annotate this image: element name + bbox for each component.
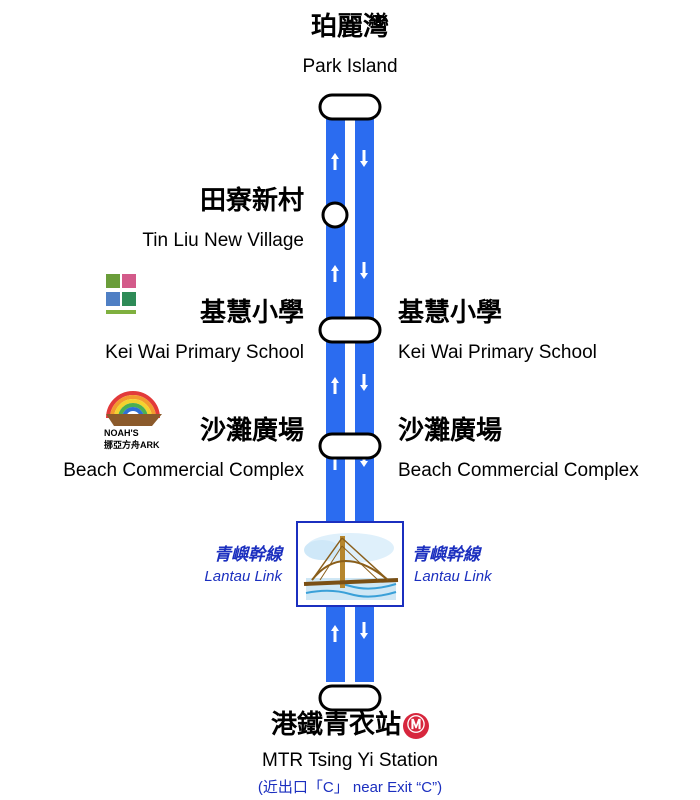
schoolhouse-logo bbox=[104, 271, 138, 329]
down-arrow bbox=[360, 150, 368, 167]
route-divider bbox=[345, 104, 355, 682]
stop-en-kei-wai-left: Kei Wai Primary School bbox=[105, 342, 304, 363]
noahs-ark-label: NOAH'S 挪亞方舟ARK bbox=[104, 428, 160, 451]
mtr-logo-icon: Ⓜ bbox=[403, 712, 430, 739]
stop-marker-kei-wai bbox=[318, 316, 382, 344]
stop-en-beach-left: Beach Commercial Complex bbox=[63, 460, 304, 481]
up-arrow bbox=[331, 377, 339, 394]
lantau-link-en-right: Lantau Link bbox=[414, 568, 492, 585]
down-arrow bbox=[360, 622, 368, 639]
stop-en-beach-right: Beach Commercial Complex bbox=[398, 460, 639, 481]
stop-zh-beach-left: 沙灘廣場 bbox=[199, 416, 304, 446]
noahs-ark-subtext: 挪亞方舟ARK bbox=[104, 440, 160, 450]
stop-zh-kei-wai-right: 基慧小學 bbox=[398, 298, 503, 328]
mtr-station-name: 港鐵青衣站 bbox=[270, 710, 402, 740]
stop-marker-mtr bbox=[318, 684, 382, 712]
mtr-exit-note: (近出口「C」 near Exit “C”) bbox=[257, 779, 443, 796]
stop-en-park-island: Park Island bbox=[302, 56, 398, 77]
stop-zh-park-island: 珀麗灣 bbox=[310, 12, 390, 42]
stop-en-tin-liu: Tin Liu New Village bbox=[142, 230, 304, 251]
stop-marker-beach bbox=[318, 432, 382, 460]
stop-marker-park-island bbox=[318, 93, 382, 121]
down-arrow bbox=[360, 374, 368, 391]
lantau-link-en-left: Lantau Link bbox=[204, 568, 282, 585]
up-arrow bbox=[331, 625, 339, 642]
lantau-link-zh-right: 青嶼幹線 bbox=[412, 545, 480, 565]
noahs-ark-logo bbox=[106, 391, 162, 426]
noahs-ark-text: NOAH'S bbox=[104, 428, 139, 438]
up-arrow bbox=[331, 265, 339, 282]
lantau-link-zh-left: 青嶼幹線 bbox=[214, 545, 282, 565]
stop-en-mtr: MTR Tsing Yi Station bbox=[261, 750, 439, 771]
stop-en-kei-wai-right: Kei Wai Primary School bbox=[398, 342, 597, 363]
stop-zh-kei-wai-left: 基慧小學 bbox=[199, 298, 304, 328]
stop-marker-tin-liu bbox=[321, 201, 349, 229]
stop-zh-beach-right: 沙灘廣場 bbox=[398, 416, 503, 446]
down-arrow bbox=[360, 262, 368, 279]
lantau-link-image bbox=[296, 521, 404, 607]
stop-zh-tin-liu: 田寮新村 bbox=[199, 186, 304, 216]
up-arrow bbox=[331, 153, 339, 170]
